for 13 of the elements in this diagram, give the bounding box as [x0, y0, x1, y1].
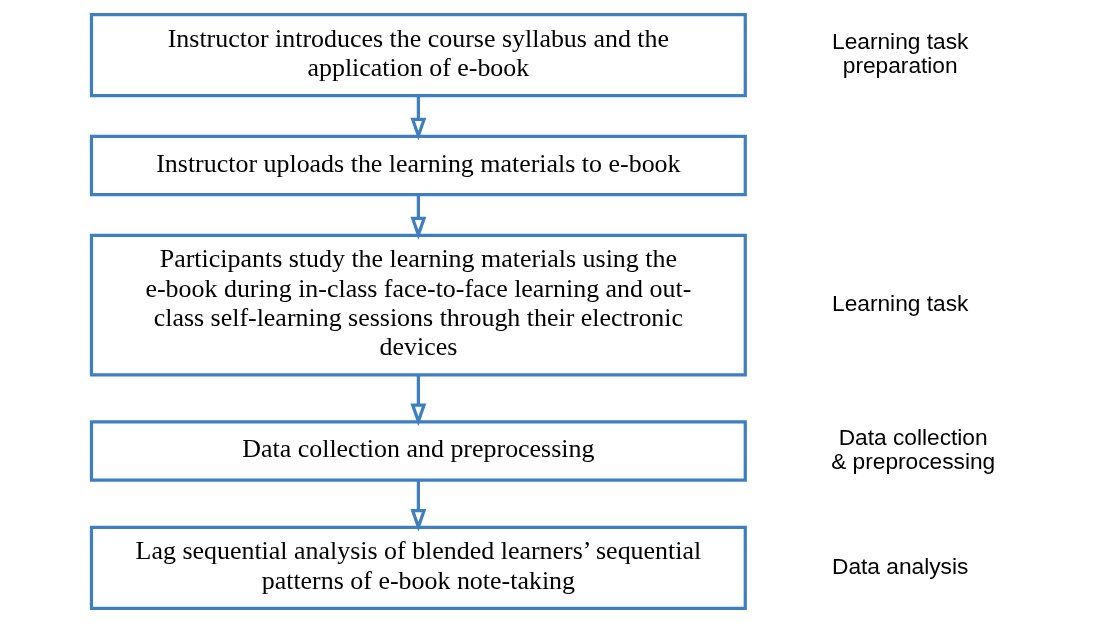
- arrow: [410, 375, 427, 427]
- node-box: Participants study the learning materials using the e-book during in-class face-to-face learning and out-class self-learning sessions through their electronic devices: [89, 233, 747, 377]
- label: Data analysis: [832, 552, 969, 579]
- arrow: [410, 96, 427, 141]
- label: Data collection & preprocessing: [831, 423, 996, 475]
- arrow: [410, 195, 427, 240]
- node-box: Instructor uploads the learning materials to e-book: [89, 134, 747, 197]
- arrow: [410, 480, 427, 532]
- node-box: Data collection and preprocessing: [89, 420, 747, 482]
- node-box: Instructor introduces the course syllabus and the application of e-book: [89, 13, 747, 98]
- label: Learning task preparation: [832, 28, 969, 79]
- node-box: Lag sequential analysis of blended learners’ sequential patterns of e-book note-taking: [89, 525, 747, 610]
- label: Learning task: [832, 290, 969, 317]
